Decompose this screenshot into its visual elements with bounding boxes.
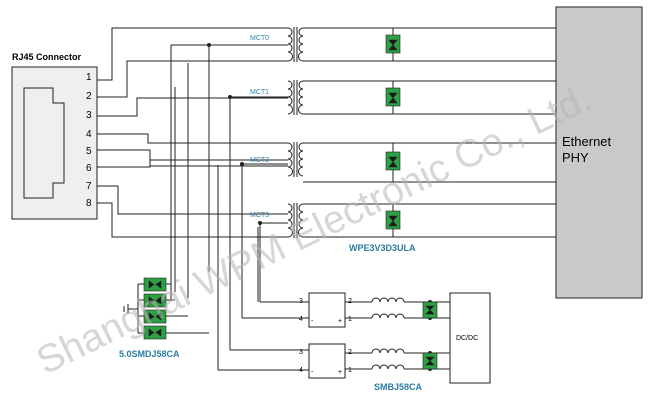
bridge2-pin-1: 1 [348,367,352,374]
transformer-mct1 [287,80,304,115]
pin-label-2: 2 [86,91,92,102]
center-tap-wiring [170,44,288,370]
watermark-text: Shanghai WPM Electronic Co., Ltd. [30,76,598,383]
transformer-label-mct1: MCT1 [250,89,269,96]
bridge-rectifier-1 [308,292,346,328]
dc-tvs-diode-2 [422,352,438,370]
transformer-label-mct2: MCT2 [250,157,269,164]
bridge1-pin-4: 4 [299,316,303,323]
inductor-2a [371,348,405,354]
dc-tvs-diode-1 [422,301,438,319]
bridge2-pin-3: 3 [299,349,303,356]
ethernet-phy-block [555,6,643,299]
transformer-mct0 [287,27,304,62]
transformer-label-mct0: MCT0 [250,35,269,42]
transformer-label-mct3: MCT3 [250,212,269,219]
dcdc-label: DC/DC [456,335,478,342]
surge-diode-1 [143,277,167,292]
inductor-1a [371,297,405,303]
tvs-array [385,34,401,230]
bridge2-plus: + [338,369,342,376]
connector-wiring [97,27,288,238]
tvs-array-ch3 [385,210,401,230]
phy-label-line2: PHY [562,150,589,165]
dcdc-converter-block [449,292,491,384]
transformer-mct3 [287,203,304,238]
pin-label-3: 3 [86,110,92,121]
rj45-jack-outline [23,87,65,199]
rj45-connector-body [11,66,98,220]
pin-label-1: 1 [86,72,92,83]
bridge1-pin-1: 1 [348,316,352,323]
surge-dc-label: SMBJ58CA [374,382,423,392]
surge-array-label: 5.0SMDJ58CA [119,349,180,359]
connector-title: RJ45 Connector [12,52,82,62]
bridge-rectifier-2 [308,343,346,379]
tvs-array-ch0 [385,34,401,54]
pin-label-6: 6 [86,163,92,174]
phy-label-line1: Ethernet [562,134,612,149]
surge-diode-wiring [123,283,209,334]
surge-diode-stack [143,277,167,340]
inductor-1b [371,313,405,319]
transformers [287,27,304,238]
pin-label-7: 7 [86,181,92,192]
bridge-rectifiers [308,292,346,379]
dc-tvs-diodes [422,301,438,370]
tvs-array-ch1 [385,87,401,107]
pin-label-5: 5 [86,146,92,157]
bridge1-minus: - [311,318,314,325]
transformer-mct2 [287,142,304,177]
tvs-array-ch2 [385,151,401,171]
bridge1-plus: + [338,318,342,325]
tvs-array-label: WPE3V3D3ULA [349,243,416,253]
bridge2-minus: - [311,369,314,376]
pin-label-8: 8 [86,198,92,209]
phy-side-wiring [303,27,556,238]
pin-label-4: 4 [86,129,92,140]
junction-dots [207,43,262,225]
pin-labels: 1 2 3 4 5 6 7 8 [86,72,92,209]
transformer-labels: MCT0 MCT1 MCT2 MCT3 [250,35,269,219]
bridge-input-wiring [218,301,309,371]
inductor-2b [371,364,405,370]
